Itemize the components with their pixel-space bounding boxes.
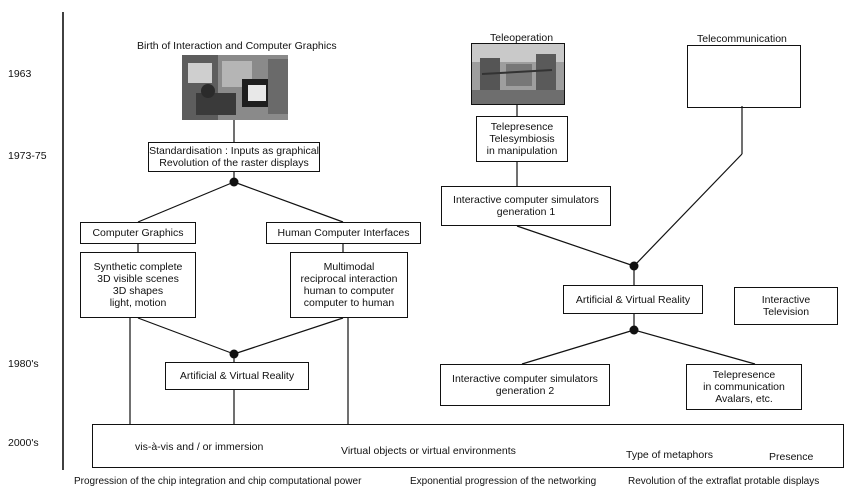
junction-node (229, 349, 239, 359)
hci-box: Human Computer Interfaces (266, 222, 421, 244)
box-line: in manipulation (486, 145, 558, 157)
presence-label: Presence (769, 451, 814, 463)
box-line: Telesymbiosis (489, 133, 555, 145)
box-line: 3D visible scenes (97, 273, 179, 285)
telepresence-manipulation-box: Telepresence Telesymbiosis in manipulati… (476, 116, 568, 162)
avr-right-box: Artificial & Virtual Reality (563, 285, 703, 314)
box-line: Telepresence (490, 121, 554, 133)
heading-teleoperation: Teleoperation (490, 32, 554, 44)
box-line: Computer Graphics (92, 227, 184, 239)
year-label-2000s: 2000's (8, 437, 39, 449)
footer-networking: Exponential progression of the networkin… (410, 476, 597, 487)
immersion-label: vis-à-vis and / or immersion (135, 441, 264, 453)
computer-graphics-box: Computer Graphics (80, 222, 196, 244)
simulators-gen1-box: Interactive computer simulators generati… (441, 186, 611, 226)
avr-left-box: Artificial & Virtual Reality (165, 362, 309, 390)
interactive-television-box: Interactive Television (734, 287, 838, 325)
telepresence-communication-box: Telepresence in communication Avalars, e… (686, 364, 802, 410)
box-line: Multimodal (323, 261, 375, 273)
box-line: Revolution of the raster displays (159, 157, 309, 169)
box-line: Interactive computer simulators (452, 373, 598, 385)
box-line: computer to human (303, 297, 395, 309)
box-line: human to computer (303, 285, 395, 297)
box-line: Avalars, etc. (715, 393, 773, 405)
metaphors-label: Type of metaphors (626, 449, 713, 461)
standardisation-box: Standardisation : Inputs as graphical Re… (148, 142, 320, 172)
synthetic-box: Synthetic complete 3D visible scenes 3D … (80, 252, 196, 318)
box-line: 3D shapes (112, 285, 164, 297)
box-line: Artificial & Virtual Reality (179, 370, 295, 382)
multimodal-box: Multimodal reciprocal interaction human … (290, 252, 408, 318)
heading-birth: Birth of Interaction and Computer Graphi… (137, 40, 337, 52)
box-line: Telepresence (712, 369, 776, 381)
box-line: Human Computer Interfaces (277, 227, 410, 239)
virtual-objects-label: Virtual objects or virtual environments (341, 445, 516, 457)
footer-chip: Progression of the chip integration and … (74, 476, 362, 487)
year-label-1980s: 1980's (8, 358, 39, 370)
junction-node (229, 177, 239, 187)
box-line: generation 1 (496, 206, 556, 218)
box-line: Standardisation : Inputs as graphical (149, 145, 319, 157)
box-line: Television (762, 306, 810, 318)
junction-node (629, 261, 639, 271)
telecommunication-photo-frame (687, 45, 801, 108)
box-line: Artificial & Virtual Reality (575, 293, 691, 306)
box-line: Interactive (761, 294, 811, 306)
footer-displays: Revolution of the extraflat protable dis… (628, 476, 820, 487)
year-label-1973: 1973-75 (8, 150, 47, 162)
outcomes-bar: vis-à-vis and / or immersion Virtual obj… (92, 424, 844, 468)
box-line: in communication (703, 381, 785, 393)
simulators-gen2-box: Interactive computer simulators generati… (440, 364, 610, 406)
box-line: reciprocal interaction (300, 273, 398, 285)
heading-telecommunication: Telecommunication (697, 33, 787, 45)
box-line: light, motion (109, 297, 167, 309)
junction-node (629, 325, 639, 335)
birth-photo (182, 55, 288, 120)
teleoperation-photo (471, 43, 565, 105)
box-line: Synthetic complete (93, 261, 183, 273)
box-line: Interactive computer simulators (453, 194, 599, 206)
box-line: generation 2 (495, 385, 555, 397)
year-label-1963: 1963 (8, 68, 32, 80)
